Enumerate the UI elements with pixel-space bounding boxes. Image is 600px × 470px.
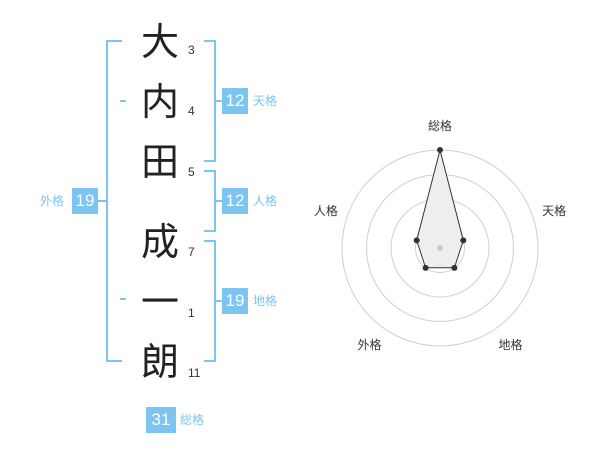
gaikaku-bracket xyxy=(106,40,122,362)
chikaku-tick xyxy=(214,300,222,302)
soukaku-value-badge: 31 xyxy=(146,407,176,433)
radar-axis-label-3: 外格 xyxy=(357,337,381,352)
radar-axis-label-2: 地格 xyxy=(498,337,522,352)
gaikaku-tick-top xyxy=(120,100,126,102)
tenkaku-tick xyxy=(214,100,222,102)
chikaku-value-badge: 19 xyxy=(222,288,248,314)
stroke-count-6: 11 xyxy=(188,366,201,380)
name-char-1: 大 xyxy=(140,20,179,64)
name-char-2: 内 xyxy=(140,80,179,124)
stroke-count-2: 4 xyxy=(188,104,195,118)
radar-point-4 xyxy=(413,237,420,244)
radar-center-point xyxy=(437,245,443,251)
radar-axis-label-1: 天格 xyxy=(542,203,566,218)
gaikaku-label: 外格 xyxy=(40,194,65,208)
stroke-count-5: 1 xyxy=(188,306,195,320)
jinkaku-value-badge: 12 xyxy=(222,188,248,214)
tenkaku-label: 天格 xyxy=(253,94,278,108)
tenkaku-value-badge: 12 xyxy=(222,88,248,114)
name-char-3: 田 xyxy=(140,140,179,184)
radar-axis-label-0: 総格 xyxy=(428,118,452,133)
name-char-5: 一 xyxy=(140,280,179,324)
radar-point-0 xyxy=(437,147,443,153)
gaikaku-value-badge: 19 xyxy=(72,188,98,214)
radar-point-3 xyxy=(422,264,429,271)
radar-axis-label-4: 人格 xyxy=(314,203,338,218)
jinkaku-label: 人格 xyxy=(253,194,278,208)
gaikaku-tick-outer xyxy=(98,200,106,202)
radar-area xyxy=(416,149,464,269)
radar-points xyxy=(413,147,467,271)
stroke-count-4: 7 xyxy=(188,245,195,259)
radar-point-1 xyxy=(460,237,467,244)
name-char-4: 成 xyxy=(140,220,179,264)
stroke-count-1: 3 xyxy=(188,43,195,57)
radar-point-2 xyxy=(451,264,458,271)
name-char-6: 朗 xyxy=(140,340,179,384)
jinkaku-tick xyxy=(214,200,222,202)
chikaku-label: 地格 xyxy=(253,294,278,308)
stroke-count-3: 5 xyxy=(188,165,195,179)
soukaku-label: 総格 xyxy=(180,413,205,427)
gaikaku-tick-bottom xyxy=(120,298,126,300)
